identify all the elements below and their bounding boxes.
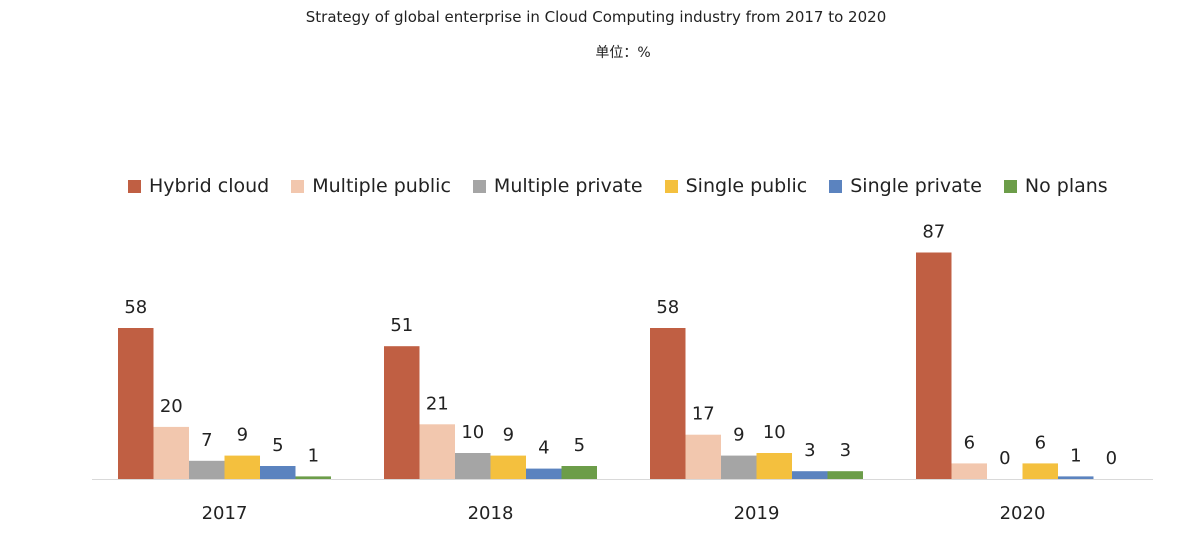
bar-2019-hybrid-cloud [650,328,686,479]
bar-2017-hybrid-cloud [118,328,154,479]
data-label-2020-hybrid-cloud: 87 [922,222,945,243]
chart-subtitle: 单位：% [595,45,651,61]
x-tick-label-2020: 2020 [1000,503,1046,524]
data-label-2019-hybrid-cloud: 58 [656,297,679,318]
data-label-2020-multiple-public: 6 [964,432,975,453]
data-label-2018-single-public: 9 [503,425,514,446]
data-label-2017-multiple-private: 7 [201,430,212,451]
data-label-2018-hybrid-cloud: 51 [390,315,413,336]
x-tick-label-2019: 2019 [734,503,780,524]
legend-swatch-single-private [829,179,843,193]
bar-2020-multiple-public [951,463,987,479]
legend-label-no-plans: No plans [1024,175,1108,197]
data-label-2017-single-private: 5 [272,435,283,456]
legend-item-single-private: Single private [829,175,982,197]
bar-2019-single-private [792,471,828,479]
bar-2018-no-plans [561,466,597,479]
legend-item-multiple-private: Multiple private [472,175,643,197]
data-label-2019-single-private: 3 [804,440,815,461]
data-label-2017-hybrid-cloud: 58 [124,297,147,318]
x-tick-label-2018: 2018 [468,503,514,524]
legend-swatch-multiple-private [472,179,486,193]
data-label-2019-multiple-private: 9 [733,425,744,446]
legend-item-single-public: Single public [664,175,808,197]
data-label-2017-no-plans: 1 [308,445,319,466]
data-label-2017-single-public: 9 [237,425,248,446]
chart-legend: Hybrid cloud Multiple public Multiple priv… [128,175,1108,197]
legend-label-hybrid-cloud: Hybrid cloud [149,175,270,197]
data-label-2020-single-private: 1 [1070,445,1081,466]
data-label-2018-multiple-public: 21 [426,393,449,414]
data-label-2019-no-plans: 3 [840,440,851,461]
x-tick-label-2017: 2017 [202,503,248,524]
legend-swatch-single-public [664,179,678,193]
legend-swatch-no-plans [1003,179,1017,193]
bar-2017-single-public [224,455,260,479]
bar-2019-no-plans [827,471,863,479]
data-label-2018-multiple-private: 10 [461,422,484,443]
data-label-2020-single-public: 6 [1035,432,1046,453]
legend-item-hybrid-cloud: Hybrid cloud [128,175,269,197]
legend-item-no-plans: No plans [1003,175,1108,197]
bar-2020-single-public [1022,463,1058,479]
bar-2017-multiple-private [189,460,225,479]
legend-swatch-hybrid-cloud [128,179,141,193]
bar-2018-hybrid-cloud [384,346,420,479]
bar-2020-single-private [1058,476,1094,479]
data-label-2020-multiple-private: 0 [999,448,1010,469]
legend-item-multiple-public: Multiple public [291,175,451,197]
data-label-2020-no-plans: 0 [1106,448,1117,469]
data-label-2018-no-plans: 5 [574,435,585,456]
chart-title: Strategy of global enterprise in Cloud C… [305,8,887,26]
data-label-2018-single-private: 4 [538,438,549,459]
bar-2017-no-plans [295,476,331,479]
bar-2019-multiple-public [685,434,721,479]
bar-2018-multiple-private [455,453,491,479]
legend-swatch-multiple-public [291,179,305,193]
data-label-2019-single-public: 10 [763,422,786,443]
legend-label-multiple-public: Multiple public [312,175,451,197]
legend-label-single-private: Single private [850,175,982,197]
bar-2020-hybrid-cloud [916,252,952,479]
bar-2018-single-private [526,468,562,479]
bar-2019-single-public [756,453,792,479]
data-label-2019-multiple-public: 17 [692,404,715,425]
bar-2017-multiple-public [153,426,189,479]
legend-label-single-public: Single public [685,175,808,197]
bar-2018-single-public [490,455,526,479]
bar-2019-multiple-private [721,455,757,479]
legend-label-multiple-private: Multiple private [493,175,643,197]
bar-2017-single-private [260,466,296,479]
bar-2018-multiple-public [419,424,455,479]
data-label-2017-multiple-public: 20 [160,396,183,417]
